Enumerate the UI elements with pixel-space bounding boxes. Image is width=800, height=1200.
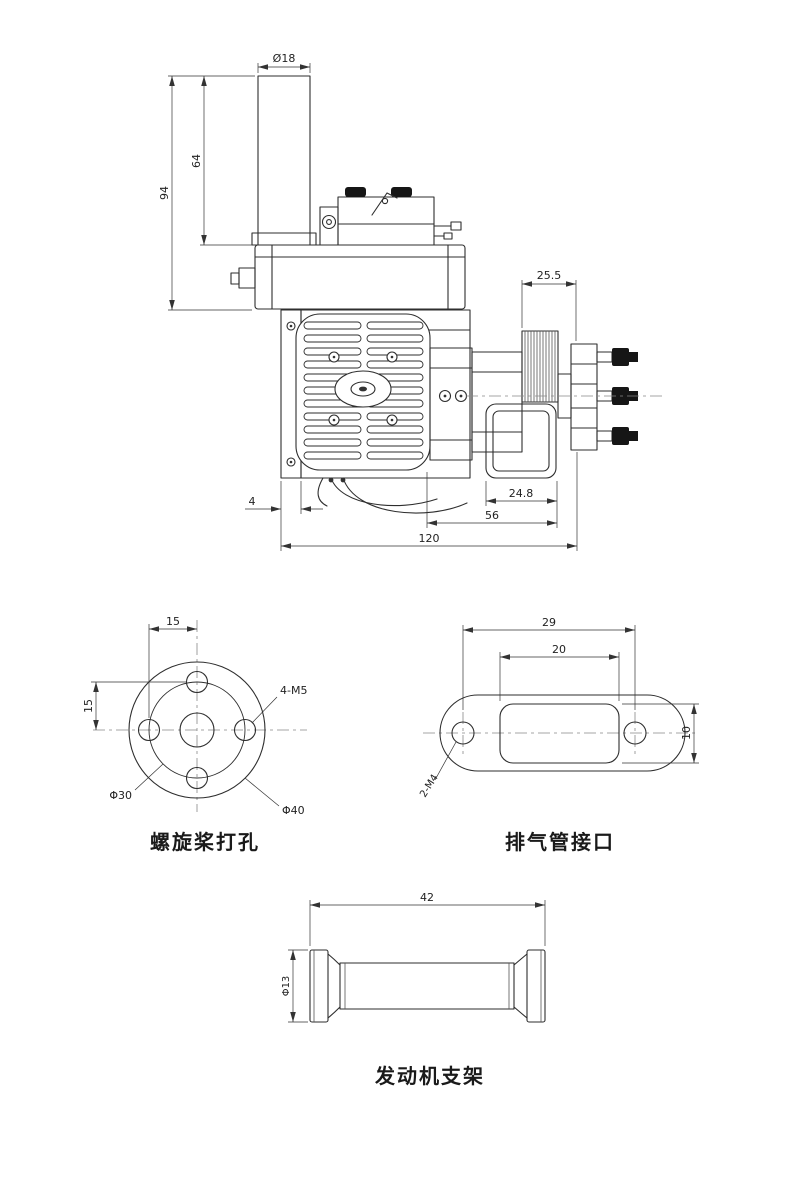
dim-hole-spacing: 29 [542, 616, 556, 629]
prop-bolts [596, 348, 638, 445]
muffler-pipe [257, 75, 311, 246]
dim-port-width: 20 [552, 643, 566, 656]
exhaust-flange-view: 29 20 10 2-M4 [418, 616, 699, 800]
engine-mount-view: 42 Φ13 [281, 891, 546, 1023]
dim-plate-thickness: 4 [249, 495, 256, 508]
dim-mount-dia: Φ13 [281, 976, 292, 997]
dim-hole-offset-v: 15 [82, 699, 95, 713]
needle-valve [450, 221, 462, 231]
caption-engine-mount: 发动机支架 [375, 1066, 485, 1088]
dim-total-length: 120 [419, 532, 440, 545]
flange-outline [439, 694, 686, 772]
bolt-circle [148, 681, 246, 779]
dim-rear-length: 24.8 [509, 487, 534, 500]
choke-lever [371, 192, 398, 216]
label-bolt-circle: Φ30 [109, 789, 132, 802]
standoff-right-cap [526, 949, 546, 1023]
label-outer-dia: Φ40 [282, 804, 305, 817]
engine-side-view: Ø18 64 94 25.5 24.8 56 120 4 [158, 52, 666, 551]
bolt-hole [233, 718, 257, 742]
dim-overall-height: 94 [158, 186, 171, 200]
dim-pipe-diameter: Ø18 [273, 52, 296, 65]
standoff-left-cap [309, 949, 329, 1023]
flange-hole [623, 721, 647, 745]
muffler-body [254, 244, 466, 310]
prop-drilling-view: 15 15 4-M5 Φ30 Φ40 [82, 615, 307, 817]
center-bore [179, 712, 215, 748]
label-thread-4m5: 4-M5 [280, 684, 307, 697]
exhaust-dimensions [434, 625, 699, 781]
caption-exhaust-port: 排气管接口 [505, 832, 615, 854]
mount-dimensions [288, 900, 546, 1023]
main-dimensions [168, 63, 578, 551]
caption-prop-drilling: 螺旋桨打孔 [150, 832, 260, 854]
exhaust-port [499, 703, 620, 764]
dim-hub-length: 25.5 [537, 269, 562, 282]
dim-port-height: 10 [680, 726, 693, 740]
dim-mid-length: 56 [485, 509, 499, 522]
dim-hole-offset-h: 15 [166, 615, 180, 628]
dim-pipe-length: 64 [190, 154, 203, 168]
ignition-wires [317, 477, 468, 514]
engine-geometry [230, 75, 638, 514]
mount-lug [485, 403, 557, 479]
bolt-hole [185, 766, 209, 790]
flange-hole [451, 721, 475, 745]
prop-flange [570, 343, 598, 451]
dim-mount-length: 42 [420, 891, 434, 904]
prop-hub-outer-circle [128, 661, 266, 799]
prop-dimensions [91, 624, 280, 807]
bolt-hole [137, 718, 161, 742]
carburetor [337, 196, 435, 246]
label-thread-2m4: 2-M4 [418, 773, 441, 800]
standoff-barrel [339, 962, 515, 1010]
bearing-housing [471, 351, 523, 453]
